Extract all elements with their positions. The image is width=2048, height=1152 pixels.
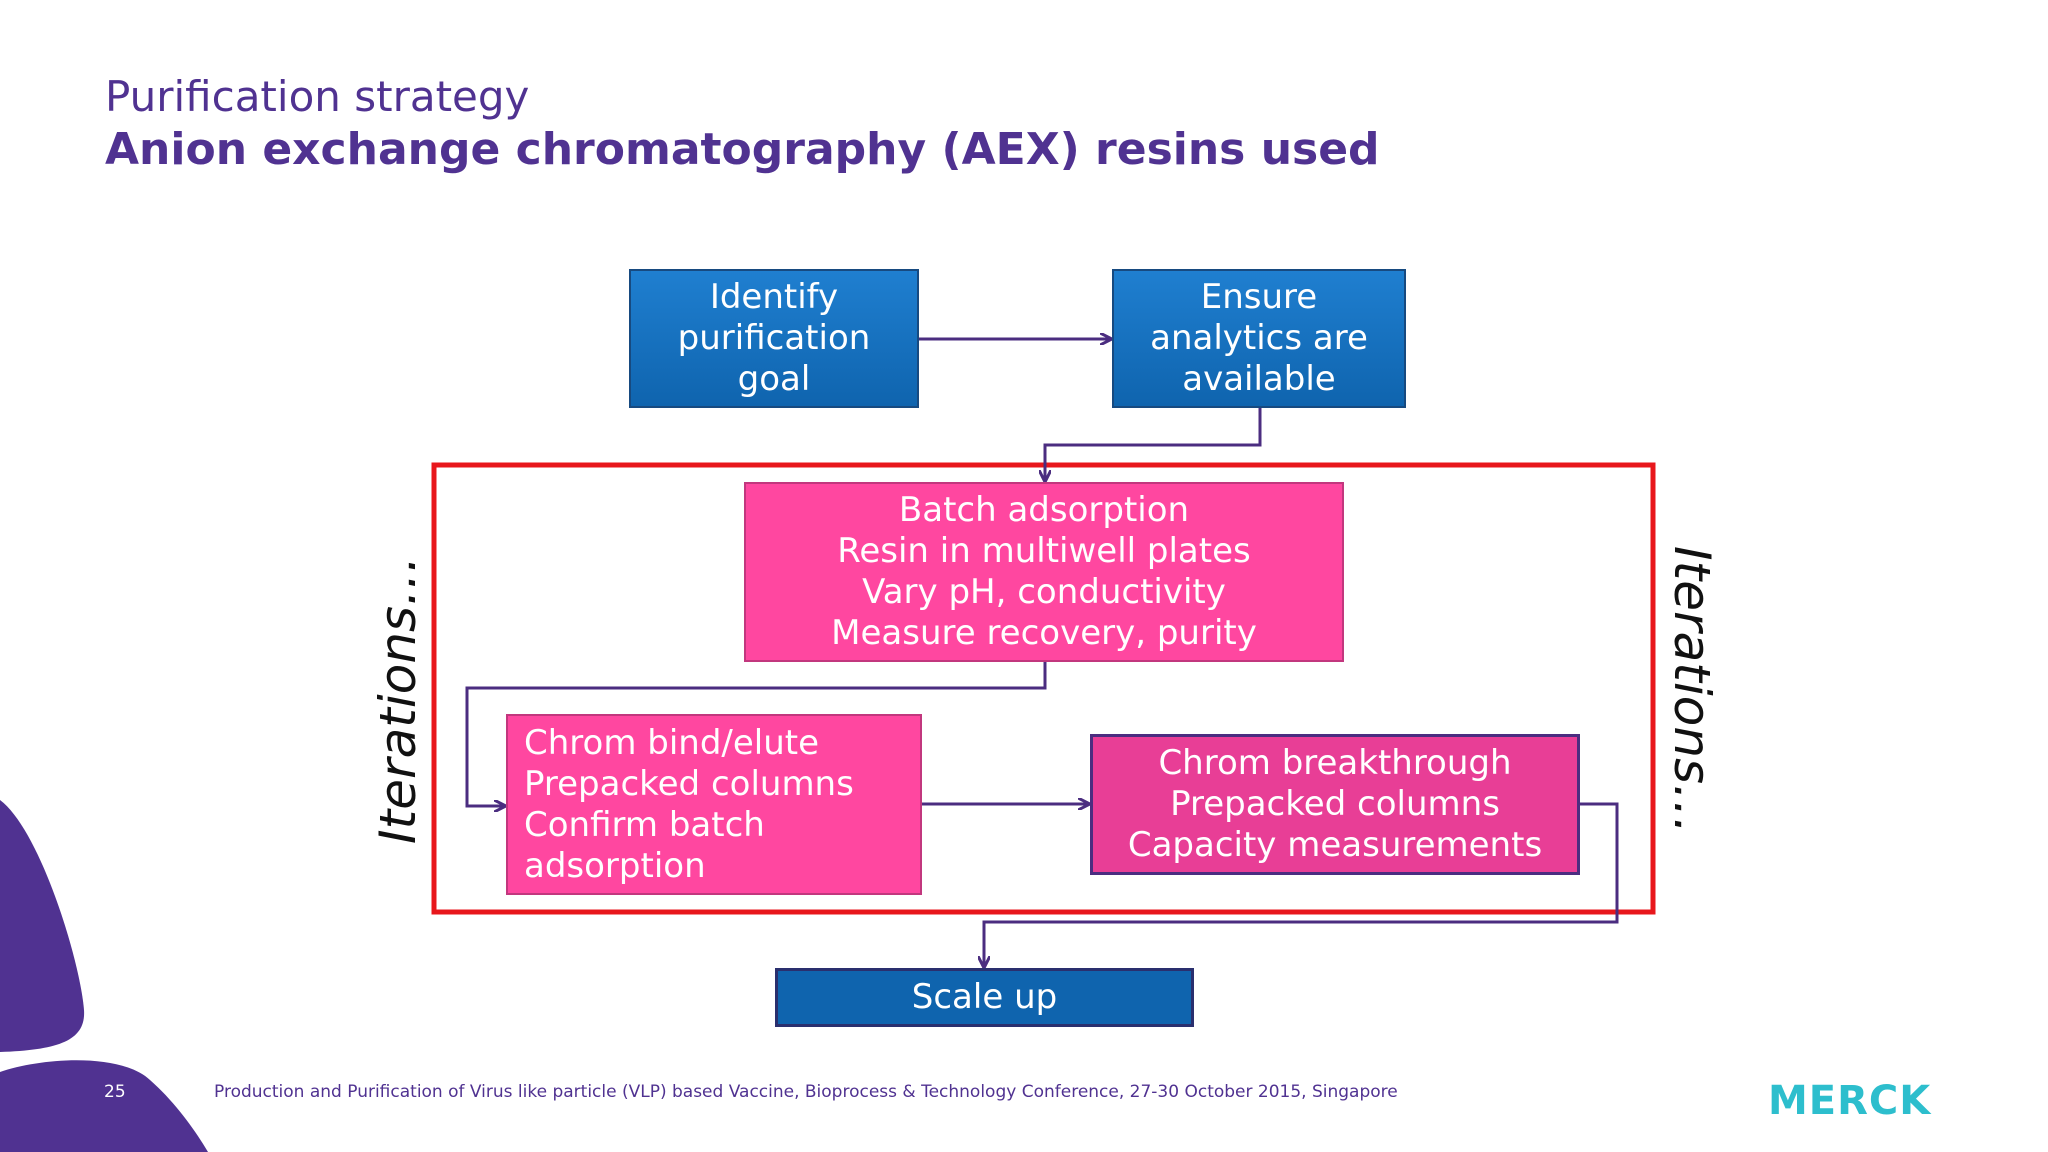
scale-up-box: Scale up	[775, 968, 1194, 1027]
page-number: 25	[104, 1082, 126, 1102]
merck-logo: MERCK	[1768, 1078, 1932, 1124]
slide-title: Anion exchange chromatography (AEX) resi…	[105, 124, 1380, 175]
footer-citation: Production and Purification of Virus lik…	[214, 1082, 1398, 1102]
chrom-bind-elute-box: Chrom bind/elute Prepacked columns Confi…	[506, 714, 922, 895]
slide-subtitle: Purification strategy	[105, 72, 530, 121]
arrow-break-to-scale	[984, 802, 1619, 966]
identify-goal-box: Identify purification goal	[629, 269, 919, 408]
iterations-label-right: Iterations…	[1663, 545, 1721, 835]
iterations-label-left: Iterations…	[369, 555, 427, 845]
batch-adsorption-box: Batch adsorption Resin in multiwell plat…	[744, 482, 1344, 662]
chrom-breakthrough-box: Chrom breakthrough Prepacked columns Cap…	[1090, 734, 1580, 875]
ensure-analytics-box: Ensure analytics are available	[1112, 269, 1406, 408]
arrow-ensure-to-batch	[1045, 408, 1262, 480]
arrow-batch-to-bind	[465, 662, 1047, 806]
